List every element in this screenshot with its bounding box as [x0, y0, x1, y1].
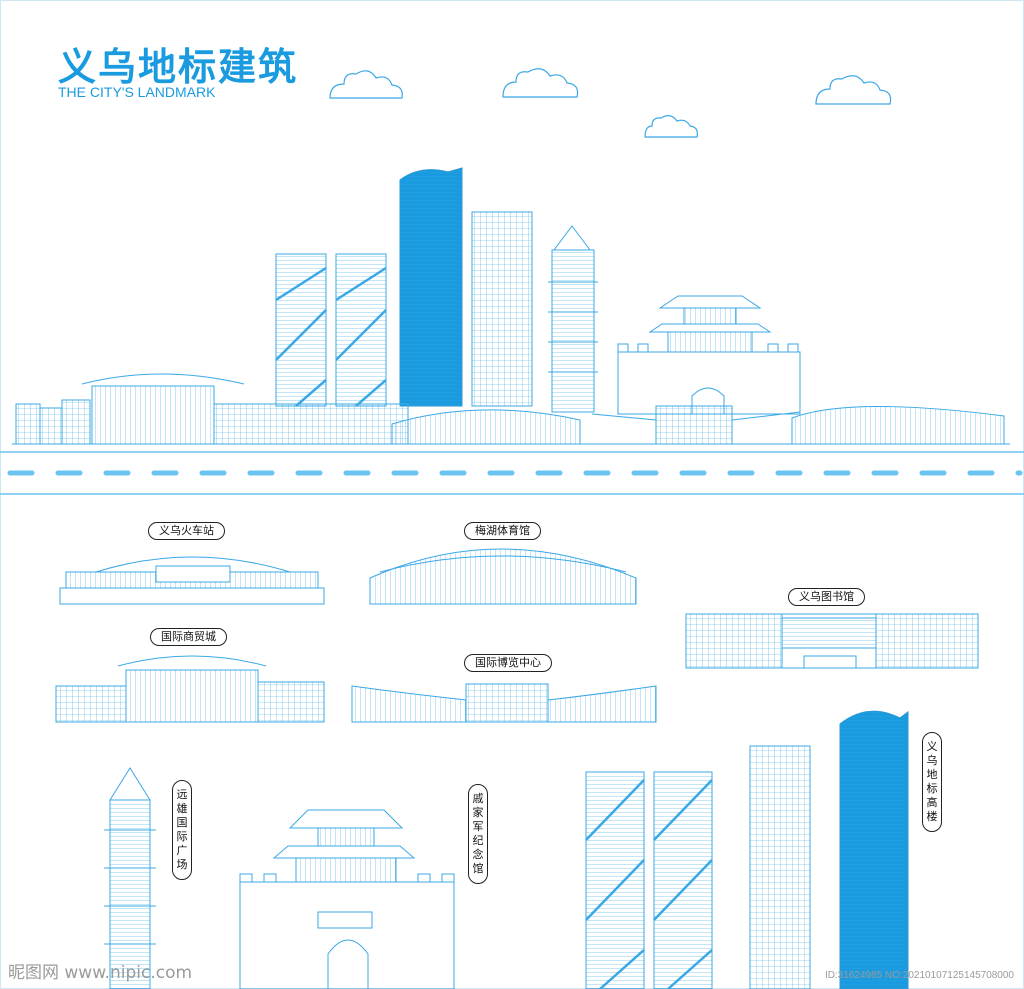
- skyline: [12, 167, 1010, 445]
- cloud: [329, 68, 892, 138]
- label-library: 义乌图书馆: [788, 588, 865, 606]
- label-qi-memorial: 戚家军纪念馆: [468, 784, 488, 884]
- label-meihu-gym: 梅湖体育馆: [464, 522, 541, 540]
- road: [0, 451, 1024, 495]
- page-subtitle: THE CITY'S LANDMARK: [58, 84, 216, 100]
- watermark-right: ID:31624985 NO:20210107125145708000: [824, 970, 1014, 981]
- page-title: 义乌地标建筑: [58, 45, 299, 89]
- watermark-left: 昵图网 www.nipic.com: [8, 963, 193, 983]
- landmark-buildings: [55, 548, 979, 989]
- label-landmark-tower: 义乌地标高楼: [922, 732, 942, 832]
- label-yuanxiong-plaza: 远雄国际广场: [172, 780, 192, 880]
- label-expo-center: 国际博览中心: [464, 654, 552, 672]
- label-train-station: 义乌火车站: [148, 522, 225, 540]
- label-trade-city: 国际商贸城: [150, 628, 227, 646]
